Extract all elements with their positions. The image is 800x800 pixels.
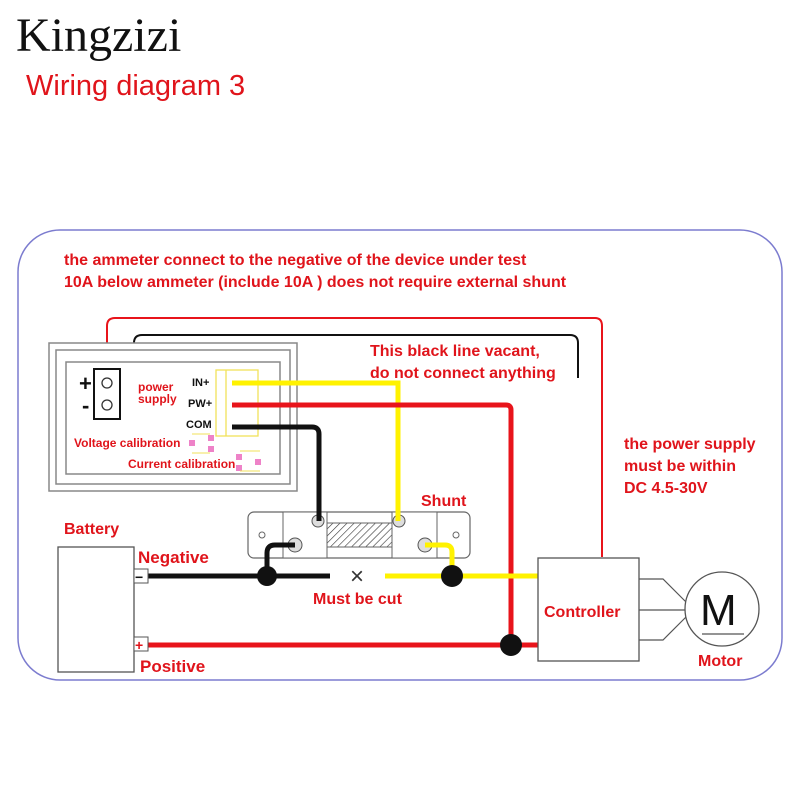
voltage-calibration-pads bbox=[189, 433, 214, 454]
note-power-line3: DC 4.5-30V bbox=[624, 480, 708, 497]
junction-positive bbox=[500, 634, 522, 656]
current-calibration-label: Current calibration bbox=[128, 457, 235, 471]
must-be-cut-label: Must be cut bbox=[313, 591, 403, 608]
terminal-label-com: COM bbox=[186, 419, 212, 431]
note-power-line1: the power supply bbox=[624, 436, 756, 453]
wire-in-plus-yellow bbox=[232, 380, 401, 521]
positive-label: Positive bbox=[140, 657, 205, 676]
battery-positive-terminal[interactable] bbox=[133, 636, 149, 652]
terminal-power-plus[interactable] bbox=[101, 377, 113, 389]
panel-meter: + - power supply IN+ PW+ COM Voltage cal… bbox=[48, 342, 298, 492]
power-supply-label-1: power bbox=[138, 380, 174, 394]
wire-power-positive bbox=[106, 317, 603, 557]
battery-pos-symbol: + bbox=[135, 637, 143, 653]
motor-symbol: M bbox=[700, 586, 737, 635]
brand-title: Kingzizi bbox=[16, 9, 182, 62]
power-connector bbox=[93, 368, 121, 420]
wire-shunt-right-to-load bbox=[425, 542, 455, 576]
note-vacant-line2: do not connect anything bbox=[370, 365, 556, 382]
terminal-power-minus[interactable] bbox=[101, 399, 113, 411]
wire-pw-plus-red bbox=[232, 402, 514, 645]
motor bbox=[684, 571, 760, 647]
diagram-title: Wiring diagram 3 bbox=[26, 70, 246, 102]
current-calibration-pads bbox=[236, 450, 261, 472]
plus-sign: + bbox=[79, 371, 92, 396]
note-power-line2: must be within bbox=[624, 458, 736, 475]
terminal-label-in: IN+ bbox=[192, 377, 209, 389]
controller-label: Controller bbox=[544, 604, 620, 621]
voltage-calibration-label: Voltage calibration bbox=[74, 436, 180, 450]
cut-mark: × bbox=[350, 563, 364, 590]
junction-negative bbox=[257, 566, 277, 586]
battery-neg-symbol: − bbox=[135, 569, 143, 585]
motor-leads bbox=[639, 578, 687, 641]
diagram-border bbox=[17, 229, 783, 681]
battery-negative-terminal[interactable] bbox=[133, 568, 149, 584]
power-supply-label-2: supply bbox=[138, 392, 177, 406]
controller bbox=[537, 557, 640, 662]
wire-com-black bbox=[232, 424, 322, 521]
note-top-line2: 10A below ammeter (include 10A ) does no… bbox=[64, 274, 567, 291]
battery-label: Battery bbox=[64, 521, 119, 538]
shunt-label: Shunt bbox=[421, 493, 467, 510]
terminal-label-pw: PW+ bbox=[188, 398, 212, 410]
shunt bbox=[247, 511, 471, 559]
battery bbox=[57, 546, 135, 673]
negative-label: Negative bbox=[138, 548, 209, 567]
note-vacant-line1: This black line vacant, bbox=[370, 343, 540, 360]
note-top-line1: the ammeter connect to the negative of t… bbox=[64, 252, 527, 269]
minus-sign: - bbox=[82, 393, 89, 418]
motor-label: Motor bbox=[698, 653, 742, 670]
junction-load-negative bbox=[441, 565, 463, 587]
wire-shunt-left-to-negative bbox=[264, 542, 295, 576]
